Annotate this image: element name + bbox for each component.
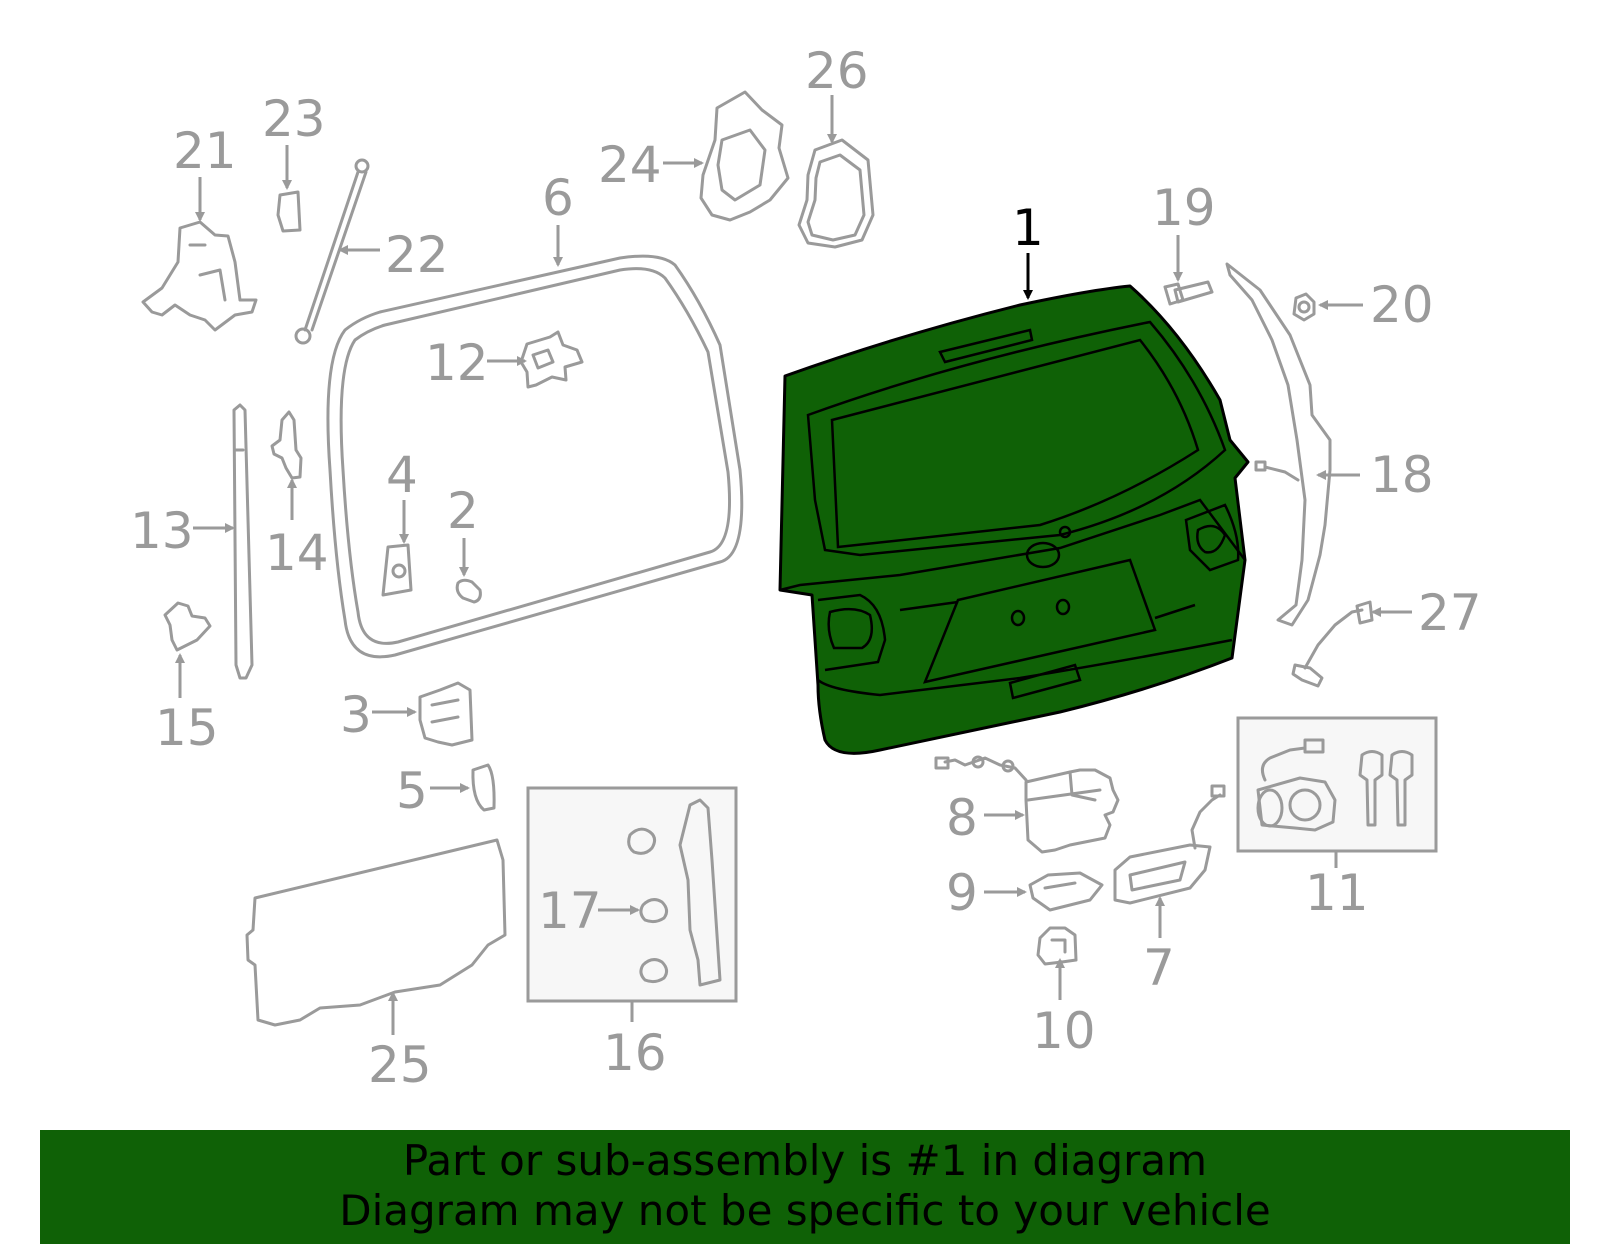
part-9-pad[interactable] (1028, 871, 1104, 912)
callout-11: 11 (1305, 864, 1369, 922)
part-3-striker[interactable] (418, 681, 474, 747)
callout-14: 14 (265, 524, 329, 582)
callout-20: 20 (1370, 276, 1434, 334)
part-26-cover[interactable] (797, 138, 875, 249)
part-16-insulator-box[interactable] (526, 786, 738, 1003)
part-18-garnish[interactable] (1225, 262, 1332, 627)
callout-2: 2 (447, 482, 479, 540)
callout-24: 24 (598, 136, 662, 194)
callout-19: 19 (1152, 179, 1216, 237)
callout-12: 12 (425, 334, 489, 392)
part-13-strut[interactable] (232, 403, 254, 680)
callout-22: 22 (385, 226, 449, 284)
callout-15: 15 (155, 699, 219, 757)
part-24-cover[interactable] (699, 90, 790, 222)
part-10-clip[interactable] (1036, 926, 1078, 966)
callout-17: 17 (538, 882, 602, 940)
part-27-harness[interactable] (1291, 600, 1374, 688)
callout-1: 1 (1012, 199, 1044, 257)
disclaimer-banner: Part or sub-assembly is #1 in diagram Di… (40, 1130, 1570, 1244)
part-14-bracket[interactable] (270, 410, 303, 480)
callout-13: 13 (130, 502, 194, 560)
part-5-cushion[interactable] (471, 763, 496, 812)
banner-line-2: Diagram may not be specific to your vehi… (339, 1186, 1271, 1235)
banner-background (40, 1130, 1570, 1244)
callout-10: 10 (1032, 1002, 1096, 1060)
callout-25: 25 (368, 1036, 432, 1094)
part-7-switch[interactable] (1113, 784, 1226, 905)
part-19-bolt[interactable] (1163, 280, 1214, 306)
part-12-bracket[interactable] (519, 330, 584, 389)
callout-7: 7 (1143, 939, 1175, 997)
part-4-bumper[interactable] (381, 543, 413, 597)
part-23-clip[interactable] (276, 190, 302, 233)
part-25-trim-panel[interactable] (245, 838, 507, 1027)
callout-5: 5 (396, 762, 428, 820)
callout-3: 3 (340, 686, 372, 744)
callout-18: 18 (1370, 446, 1434, 504)
part-2-cushion[interactable] (455, 578, 482, 604)
leader-arrows (175, 95, 1412, 1035)
callout-21: 21 (173, 122, 237, 180)
callout-8: 8 (946, 789, 978, 847)
callout-6: 6 (542, 169, 574, 227)
part-15-bracket[interactable] (163, 601, 212, 652)
part-20-nut[interactable] (1292, 292, 1316, 322)
callout-23: 23 (262, 90, 326, 148)
callout-4: 4 (386, 446, 418, 504)
part-6-weatherstrip[interactable] (326, 254, 744, 659)
part-1-liftgate[interactable] (778, 284, 1250, 755)
part-11-lock-cylinder-box[interactable] (1236, 716, 1438, 853)
part-21-hinge[interactable] (141, 220, 258, 332)
callout-16: 16 (603, 1024, 667, 1082)
banner-line-1: Part or sub-assembly is #1 in diagram (402, 1136, 1208, 1185)
callout-27: 27 (1418, 584, 1482, 642)
part-8-actuator[interactable] (934, 755, 1120, 854)
callout-26: 26 (805, 42, 869, 100)
callout-9: 9 (946, 864, 978, 922)
